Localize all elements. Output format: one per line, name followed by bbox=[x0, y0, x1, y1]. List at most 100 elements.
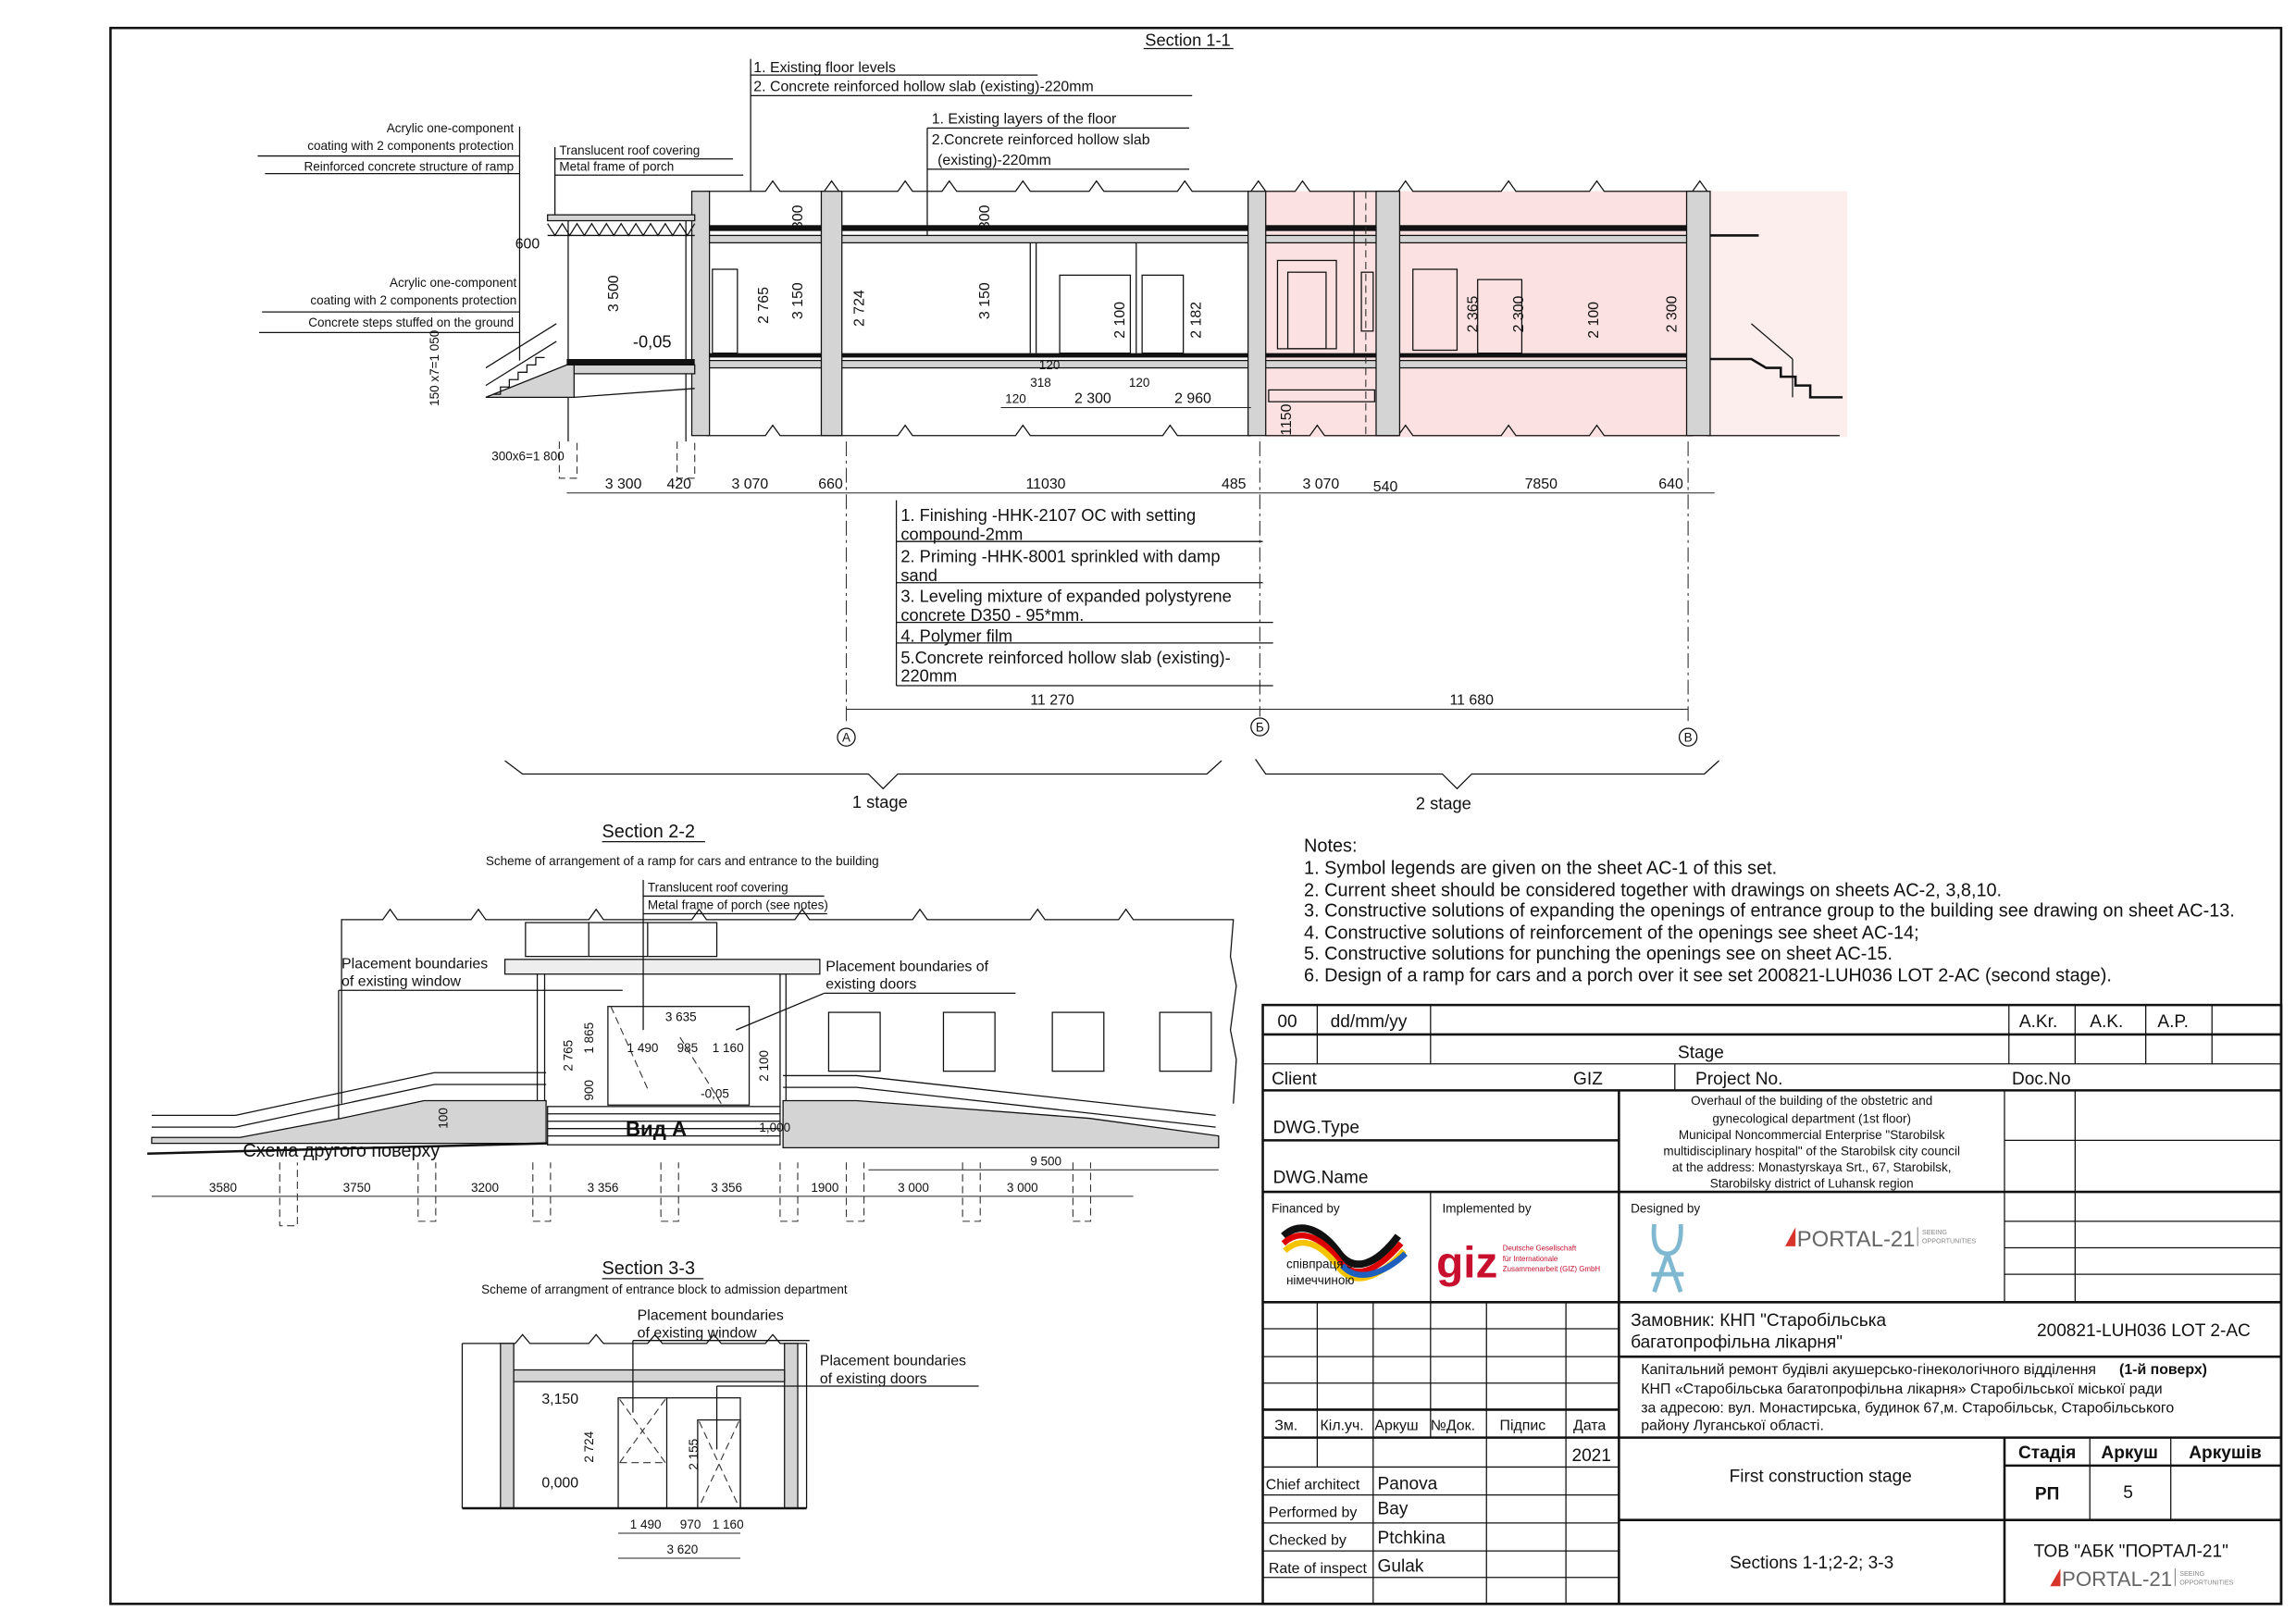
dim-v: 150 x7=1 050 bbox=[428, 330, 441, 406]
section-1-1-title: Section 1-1 bbox=[1145, 30, 1230, 49]
dim-1490: 1 490 bbox=[630, 1518, 662, 1531]
dim-h: 485 bbox=[1222, 477, 1247, 492]
dim-2765: 2 765 bbox=[562, 1040, 576, 1072]
dim-1160: 1 160 bbox=[713, 1518, 744, 1531]
dim-v: 2 100 bbox=[1112, 302, 1128, 339]
dim-v: 2 724 bbox=[852, 290, 868, 327]
section-3-3-title: Section 3-3 bbox=[602, 1258, 695, 1279]
window-label-2: of existing window bbox=[638, 1325, 757, 1341]
section-2-2-subtitle: Scheme of arrangement of a ramp for cars… bbox=[486, 854, 879, 868]
dim-h: 2 960 bbox=[1174, 391, 1211, 407]
giz-full-3: Zusammenarbeit (GIZ) GmbH bbox=[1503, 1265, 1601, 1273]
signatory-name: Bay bbox=[1378, 1499, 1409, 1518]
axis-label-a: А bbox=[842, 730, 850, 744]
floor-layer-1: 1. Finishing -HHK-2107 OC with setting bbox=[900, 505, 1196, 525]
axis-label-v: В bbox=[1684, 730, 1693, 744]
doors-label-1: Placement boundaries of bbox=[825, 960, 988, 975]
dim-100: 100 bbox=[437, 1108, 451, 1129]
project-no-label: Project No. bbox=[1695, 1070, 1782, 1089]
dim-v: 3 500 bbox=[606, 275, 622, 312]
signatory-name: Panova bbox=[1378, 1474, 1438, 1493]
desc-line: Overhaul of the building of the obstetri… bbox=[1691, 1094, 1932, 1108]
ukr-desc-floor: (1-й поверх) bbox=[2119, 1362, 2207, 1378]
portal-tagline-1: SEEING bbox=[2179, 1570, 2204, 1578]
stage-title: First construction stage bbox=[1730, 1467, 1912, 1486]
floor-layer-3-cont: concrete D350 - 95*mm. bbox=[900, 605, 1084, 625]
giz-logo-text: giz bbox=[1436, 1238, 1497, 1287]
callout-acrylic-3: Acrylic one-component bbox=[390, 276, 517, 290]
portal-tagline-1: SEEING bbox=[1922, 1229, 1947, 1236]
callout-floor-levels: 1. Existing floor levels bbox=[753, 60, 896, 76]
floor-layer-1-cont: compound-2mm bbox=[900, 525, 1023, 544]
dwg-name-label: DWG.Name bbox=[1273, 1169, 1369, 1188]
designed-by-label: Designed by bbox=[1631, 1201, 1700, 1215]
signatory-role: Checked by bbox=[1269, 1533, 1347, 1549]
dwg-type-label: DWG.Type bbox=[1273, 1118, 1359, 1137]
rev-header: Підпис bbox=[1500, 1419, 1546, 1434]
revision-grid: Зм. Кіл.уч. Аркуш №Док. Підпис Дата 2021… bbox=[1262, 1302, 1620, 1604]
stage-label: Stage bbox=[1678, 1043, 1724, 1062]
giz-full-2: für Internationale bbox=[1503, 1255, 1558, 1263]
ukr-desc-line: Капітальний ремонт будівлі акушерсько-гі… bbox=[1641, 1362, 2096, 1378]
customer-line-2: багатопрофільна лікарня" bbox=[1631, 1333, 1843, 1353]
giz-full-1: Deutsche Gesellschaft bbox=[1503, 1245, 1577, 1253]
note-item: 6. Design of a ramp for cars and a porch… bbox=[1304, 966, 2112, 986]
doors-label-2: existing doors bbox=[825, 977, 916, 993]
portal-logo-text: PORTAL-21 bbox=[1797, 1227, 1916, 1252]
ukrainian-description: Капітальний ремонт будівлі акушерсько-гі… bbox=[1641, 1362, 2207, 1433]
document-code: 200821-LUH036 LOT 2-AC bbox=[2037, 1321, 2251, 1341]
callout-roof-covering: Translucent roof covering bbox=[559, 143, 700, 157]
portal-logo-text: PORTAL-21 bbox=[2062, 1567, 2172, 1591]
portal-21-logo-small: PORTAL-21 SEEING OPPORTUNITIES bbox=[2050, 1567, 2234, 1591]
callout-acrylic-1: Acrylic one-component bbox=[387, 121, 515, 135]
dim-2155: 2 155 bbox=[687, 1439, 701, 1470]
desc-line: at the address: Monastyrskaya Srt., 67, … bbox=[1672, 1160, 1952, 1174]
dim-h: 11030 bbox=[1026, 477, 1066, 492]
dim-h: 300x6=1 800 bbox=[491, 450, 564, 464]
rev-header: №Док. bbox=[1431, 1419, 1475, 1434]
section-3-3: Section 3-3 Scheme of arrangment of entr… bbox=[461, 1258, 979, 1559]
level-600: 600 bbox=[515, 237, 540, 253]
dim-v: 2 100 bbox=[1586, 302, 1602, 339]
signatory-role: Rate of inspect bbox=[1269, 1561, 1368, 1577]
year: 2021 bbox=[1571, 1446, 1610, 1466]
note-item: 3. Constructive solutions of expanding t… bbox=[1304, 901, 2235, 922]
dim-h: 3 000 bbox=[898, 1181, 929, 1195]
company-name: ТОВ "АБК "ПОРТАЛ-21" bbox=[2034, 1542, 2228, 1561]
ukr-desc-line: КНП «Старобільська багатопрофільна лікар… bbox=[1641, 1381, 2162, 1397]
axis-label-b: Б bbox=[1256, 720, 1264, 734]
dim-3620: 3 620 bbox=[667, 1542, 699, 1556]
portal-21-logo: PORTAL-21 SEEING OPPORTUNITIES bbox=[1785, 1227, 1976, 1252]
approval-ap: A.P. bbox=[2157, 1012, 2189, 1032]
dim-h: 120 bbox=[1005, 392, 1026, 406]
giz-logo: giz Deutsche Gesellschaft für Internatio… bbox=[1436, 1238, 1600, 1287]
note-item: 5. Constructive solutions for punching t… bbox=[1304, 944, 1893, 964]
view-a-label: Вид А bbox=[626, 1118, 687, 1141]
note-item: 4. Constructive solutions of reinforceme… bbox=[1304, 923, 1919, 944]
portal-tagline-2: OPPORTUNITIES bbox=[2179, 1580, 2233, 1587]
dim-985: 985 bbox=[677, 1041, 699, 1055]
financed-by-label: Financed by bbox=[1272, 1201, 1340, 1215]
dim-v: 2 182 bbox=[1189, 302, 1205, 339]
dim-v: 300 bbox=[790, 204, 806, 229]
sheet-number: 5 bbox=[2123, 1483, 2133, 1503]
german-coop-text-1: співпраця з bbox=[1286, 1258, 1353, 1271]
dim-h: 3200 bbox=[471, 1181, 499, 1195]
notes: Notes: 1. Symbol legends are given on th… bbox=[1304, 836, 2235, 986]
signatory-role: Chief architect bbox=[1266, 1477, 1360, 1493]
callout-hollow-slab: 2. Concrete reinforced hollow slab (exis… bbox=[753, 80, 1093, 95]
level-minus-1000: -1,000 bbox=[755, 1121, 790, 1134]
dim-v: 2 300 bbox=[1511, 295, 1527, 332]
dim-h: 3 300 bbox=[605, 477, 642, 492]
dim-h: 660 bbox=[818, 477, 843, 492]
desc-line: Municipal Noncommercial Enterprise "Star… bbox=[1679, 1128, 1945, 1142]
dim-h: 3 070 bbox=[731, 477, 768, 492]
floor-layer-5: 5.Concrete reinforced hollow slab (exist… bbox=[900, 648, 1230, 667]
window-label-2: of existing window bbox=[341, 973, 461, 989]
dim-h: 420 bbox=[667, 477, 692, 492]
level-3150: 3,150 bbox=[541, 1392, 578, 1407]
floor-layer-2: 2. Priming -HHK-8001 sprinkled with damp bbox=[900, 546, 1220, 565]
stage-2-label: 2 stage bbox=[1416, 794, 1471, 813]
dim-h: 3 000 bbox=[1007, 1181, 1038, 1195]
small-dimensions: 120 318 120 2 300 120 2 960 300x6=1 800 bbox=[491, 358, 1251, 464]
